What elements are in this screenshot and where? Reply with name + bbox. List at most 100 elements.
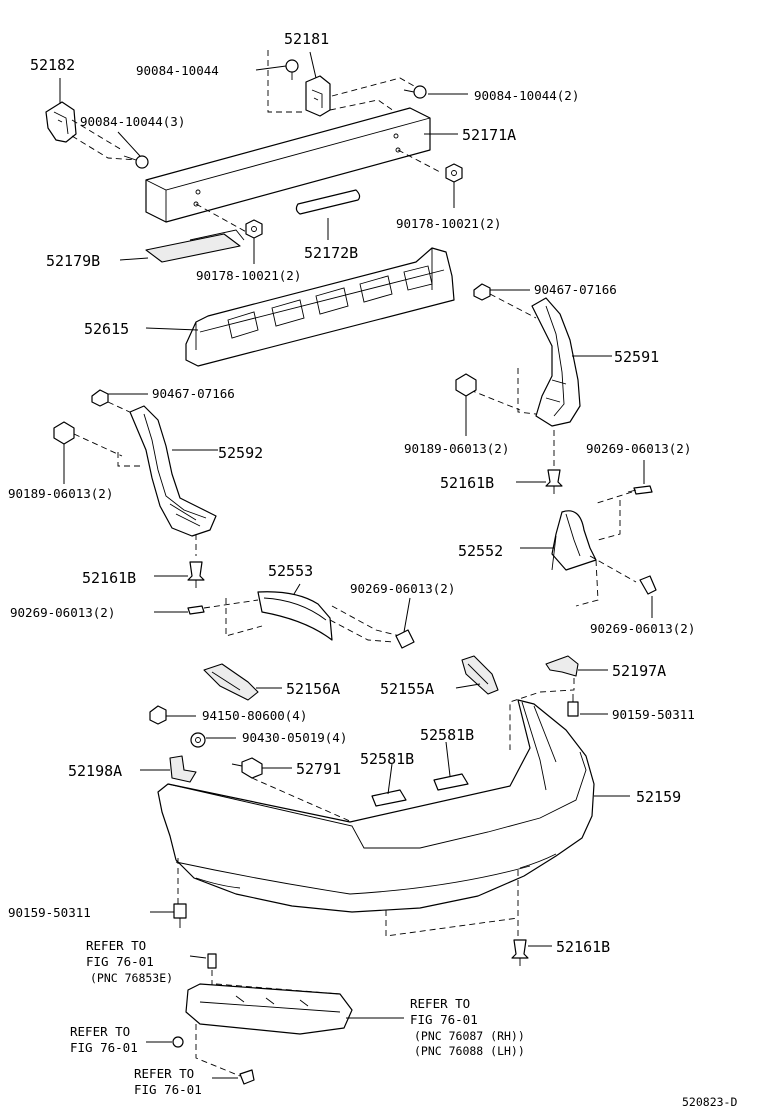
reference-note-upper: REFER TO FIG 76-01 (PNC 76853E): [86, 938, 173, 985]
lower-reflector-panel: [185, 983, 353, 1035]
washer-90430: [190, 732, 206, 748]
bracket-52197A: [545, 655, 579, 677]
label-52581B-lower: 52581B: [360, 750, 414, 768]
label-52179B: 52179B: [46, 252, 100, 270]
label-screw-90269-rh-top: 90269-06013(2): [586, 441, 691, 456]
ref-left-line1: REFER TO: [70, 1024, 130, 1039]
nut-90189-rh: [455, 373, 477, 397]
ref-right-line2: FIG 76-01: [410, 1012, 478, 1027]
ref-right-line3: (PNC 76087 (RH)): [414, 1029, 525, 1043]
screw-90269-center: [395, 629, 415, 649]
label-52181: 52181: [284, 30, 329, 48]
reference-note-bottom: REFER TO FIG 76-01: [134, 1066, 202, 1097]
label-washer-90430: 90430-05019(4): [242, 730, 347, 745]
bracket-52197A-dash: [509, 678, 575, 750]
label-nut-90189-lh: 90189-06013(2): [8, 486, 113, 501]
label-nut-90178-right: 90178-10021(2): [396, 216, 501, 231]
retainer-52592: [129, 405, 217, 537]
reference-note-left: REFER TO FIG 76-01: [70, 1024, 138, 1055]
clip-ref-bottom: [239, 1069, 255, 1085]
ref-bottom-line1: REFER TO: [134, 1066, 194, 1081]
retainer-52791: [231, 757, 263, 779]
nut-90189-lh-dash: [73, 433, 140, 467]
reference-note-right: REFER TO FIG 76-01 (PNC 76087 (RH)) (PNC…: [410, 996, 525, 1058]
clip-52161B-lh: [187, 561, 205, 588]
label-52591: 52591: [614, 348, 659, 366]
extension-52552: [551, 510, 597, 571]
label-52159: 52159: [636, 788, 681, 806]
bolt-90159-right: [567, 694, 579, 717]
clip-52161B-rh: [545, 469, 563, 494]
label-screw-90269-rh-bottom: 90269-06013(2): [590, 621, 695, 636]
clip-ref-upper: [207, 953, 217, 969]
label-nut-90189-rh: 90189-06013(2): [404, 441, 509, 456]
ref-right-line1: REFER TO: [410, 996, 470, 1011]
label-52161B-rh: 52161B: [440, 474, 494, 492]
bolt-90159-left: [173, 903, 187, 928]
bracket-52181: [305, 75, 331, 117]
bracket-52182: [45, 101, 77, 143]
ref-right-line4: (PNC 76088 (LH)): [414, 1044, 525, 1058]
label-52198A: 52198A: [68, 762, 122, 780]
retainer-52591-dash: [469, 368, 537, 415]
label-bolt-90159-left: 90159-50311: [8, 905, 91, 920]
nut-90189-lh: [53, 421, 75, 445]
reinforcement-beam-52171A: [145, 107, 431, 223]
diagram-id: 520823-D: [682, 1095, 737, 1109]
label-bolt-90159-right: 90159-50311: [612, 707, 695, 722]
lower-panel-dash: [195, 983, 341, 1077]
pad-52581B-upper: [433, 773, 469, 791]
label-52161B-lh: 52161B: [82, 569, 136, 587]
label-52592: 52592: [218, 444, 263, 462]
bolt-90084-right: [403, 85, 427, 99]
screw-90269-lh: [187, 605, 205, 615]
clip-90467-left: [91, 389, 109, 407]
part-labels: 52182 52181 90084-10044 90084-10044(2) 9…: [8, 30, 695, 956]
nut-90178-right: [445, 163, 463, 183]
label-52581B-upper: 52581B: [420, 726, 474, 744]
bolt-90084-left: [123, 155, 149, 169]
clip-ref-left: [172, 1036, 184, 1048]
ref-upper-line2: FIG 76-01: [86, 954, 154, 969]
label-bolt-90084-top: 90084-10044: [136, 63, 219, 78]
label-52171A: 52171A: [462, 126, 516, 144]
label-bolt-90084-left: 90084-10044(3): [80, 114, 185, 129]
leader-lines: [59, 51, 653, 1079]
pad-52581B-lower: [371, 789, 407, 807]
nut-94150: [149, 705, 167, 725]
label-52155A: 52155A: [380, 680, 434, 698]
label-screw-90269-center: 90269-06013(2): [350, 581, 455, 596]
retainer-52591: [531, 297, 581, 427]
label-52553: 52553: [268, 562, 313, 580]
screw-90269-rh-top-dash: [593, 491, 633, 541]
screw-90269-rh-top: [627, 485, 653, 495]
label-52172B: 52172B: [304, 244, 358, 262]
nut-90178-center: [245, 219, 263, 239]
label-52615: 52615: [84, 320, 129, 338]
label-52791: 52791: [296, 760, 341, 778]
clip-90467-right: [473, 283, 491, 301]
bracket-52155A: [461, 655, 499, 695]
clip-52161B-bottom: [511, 939, 529, 966]
label-52182: 52182: [30, 56, 75, 74]
label-52161B-bottom: 52161B: [556, 938, 610, 956]
label-bolt-90084-right: 90084-10044(2): [474, 88, 579, 103]
label-screw-90269-lh: 90269-06013(2): [10, 605, 115, 620]
screw-90269-rh-bottom: [639, 575, 657, 595]
bracket-52182-dash: [71, 119, 139, 161]
label-clip-90467-left: 90467-07166: [152, 386, 235, 401]
clip-90467-right-dash: [489, 293, 537, 319]
label-52156A: 52156A: [286, 680, 340, 698]
bolt-90084-top: [285, 59, 299, 80]
ref-upper-line3: (PNC 76853E): [90, 971, 173, 985]
label-52197A: 52197A: [612, 662, 666, 680]
extension-52552-dash: [575, 555, 637, 607]
label-nut-90178-center: 90178-10021(2): [196, 268, 301, 283]
plate-52179B: [145, 229, 245, 263]
beam-dash-lines: [195, 149, 441, 235]
label-52552: 52552: [458, 542, 503, 560]
label-clip-90467-right: 90467-07166: [534, 282, 617, 297]
energy-absorber-52615: [185, 247, 455, 367]
bracket-52156A: [203, 663, 259, 701]
